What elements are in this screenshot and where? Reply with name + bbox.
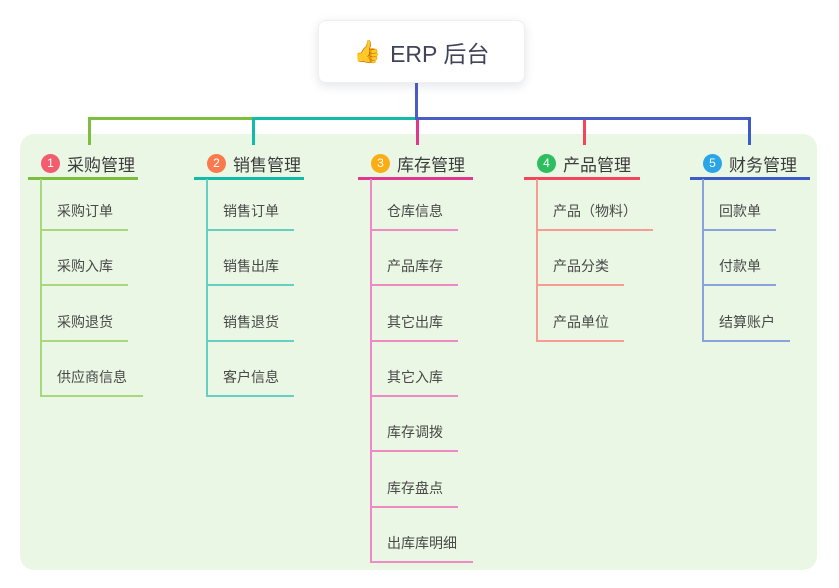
sub-node[interactable]: 产品（物料） — [536, 199, 653, 231]
sub-node[interactable]: 产品单位 — [536, 310, 624, 342]
sub-node-label: 产品（物料） — [553, 203, 637, 219]
branch-underline — [524, 177, 640, 180]
sub-node[interactable]: 结算账户 — [702, 310, 790, 342]
sub-node-label: 结算账户 — [719, 313, 775, 330]
branch-number-badge: 3 — [371, 153, 390, 173]
sub-node-label: 库存盘点 — [387, 479, 443, 496]
sub-node[interactable]: 销售订单 — [206, 199, 294, 231]
sub-node[interactable]: 销售出库 — [206, 254, 294, 287]
sub-node-label: 库存调拨 — [387, 424, 443, 441]
sub-node-label: 销售订单 — [223, 203, 279, 219]
connector-line — [416, 117, 751, 120]
branch-underline — [28, 177, 138, 180]
sub-node[interactable]: 客户信息 — [206, 365, 294, 397]
sub-node[interactable]: 采购退货 — [40, 310, 128, 342]
sub-node-label: 销售出库 — [223, 258, 279, 275]
sub-node-label: 产品单位 — [553, 313, 609, 330]
sub-node-label: 客户信息 — [223, 368, 279, 385]
branch-label: 财务管理 — [729, 155, 797, 175]
sub-node[interactable]: 其它出库 — [370, 310, 458, 342]
branch-number-badge: 2 — [207, 153, 226, 173]
sub-node-label: 付款单 — [719, 258, 761, 275]
root-node-title: ERP 后台 — [390, 40, 490, 67]
branch-rail — [40, 179, 42, 397]
branch-rail — [536, 179, 538, 342]
branches-panel — [20, 134, 817, 570]
connector-line — [416, 120, 419, 145]
connector-line — [252, 117, 419, 120]
sub-node-label: 销售退货 — [223, 313, 279, 330]
sub-node-label: 仓库信息 — [387, 203, 443, 219]
sub-node[interactable]: 仓库信息 — [370, 199, 458, 231]
branch-underline — [194, 177, 304, 180]
sub-node-label: 其它入库 — [387, 368, 443, 385]
branch-number-badge: 1 — [41, 153, 60, 173]
sub-node[interactable]: 产品库存 — [370, 254, 458, 287]
branch-rail — [206, 179, 208, 397]
branch-node-sales[interactable]: 2 销售管理 — [194, 150, 301, 176]
sub-node[interactable]: 库存调拨 — [370, 420, 458, 453]
sub-node[interactable]: 库存盘点 — [370, 476, 458, 508]
sub-node-label: 采购退货 — [57, 313, 113, 330]
branch-label: 采购管理 — [67, 155, 135, 175]
connector-line — [583, 120, 586, 145]
branch-node-purchase[interactable]: 1 采购管理 — [28, 150, 135, 176]
connector-line — [252, 117, 255, 145]
sub-node-label: 产品库存 — [387, 258, 443, 275]
sub-node-label: 供应商信息 — [57, 368, 127, 385]
sub-node-label: 出库库明细 — [387, 534, 457, 551]
branch-underline — [358, 177, 473, 180]
branch-label: 销售管理 — [233, 155, 301, 175]
sub-node-label: 其它出库 — [387, 313, 443, 330]
connector-line — [748, 117, 751, 145]
sub-node[interactable]: 采购订单 — [40, 199, 128, 231]
sub-node-label: 回款单 — [719, 203, 761, 219]
thumbs-up-icon: 👍 — [353, 38, 382, 64]
root-node[interactable]: 👍 ERP 后台 — [318, 20, 525, 83]
sub-node[interactable]: 回款单 — [702, 199, 776, 231]
branch-rail — [370, 179, 372, 563]
branch-label: 产品管理 — [563, 155, 631, 175]
branch-rail — [702, 179, 704, 342]
sub-node[interactable]: 付款单 — [702, 254, 776, 287]
sub-node[interactable]: 其它入库 — [370, 365, 458, 397]
branch-node-inventory[interactable]: 3 库存管理 — [358, 150, 465, 176]
sub-node[interactable]: 销售退货 — [206, 310, 294, 342]
sub-node[interactable]: 出库库明细 — [370, 531, 473, 563]
sub-node-label: 产品分类 — [553, 258, 609, 275]
sub-node[interactable]: 供应商信息 — [40, 365, 143, 397]
branch-node-finance[interactable]: 5 财务管理 — [690, 150, 797, 176]
sub-node-label: 采购订单 — [57, 203, 113, 219]
branch-number-badge: 4 — [537, 153, 556, 173]
connector-line — [415, 81, 418, 120]
branch-number-badge: 5 — [703, 153, 722, 173]
sub-node[interactable]: 产品分类 — [536, 254, 624, 287]
branch-node-product[interactable]: 4 产品管理 — [524, 150, 631, 176]
connector-line — [88, 117, 91, 145]
sub-node-label: 采购入库 — [57, 258, 113, 275]
branch-underline — [690, 177, 810, 180]
branch-label: 库存管理 — [397, 155, 465, 175]
sub-node[interactable]: 采购入库 — [40, 254, 128, 287]
